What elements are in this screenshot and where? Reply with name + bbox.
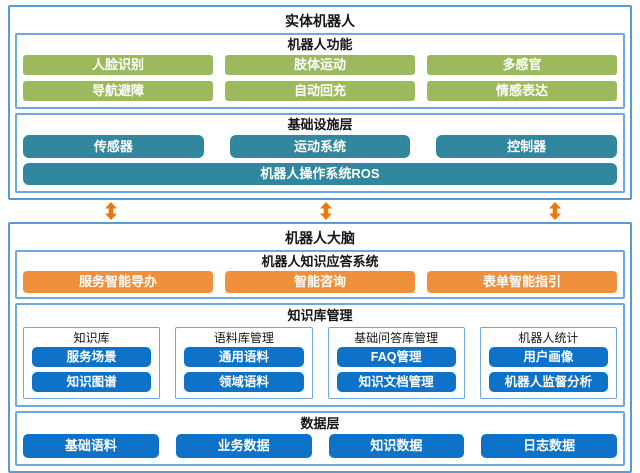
data-layer-grid: 基础语料 业务数据 知识数据 日志数据 (23, 434, 617, 458)
qa-system-grid: 服务智能导办 智能咨询 表单智能指引 (23, 271, 617, 293)
node-user-profile: 用户画像 (488, 347, 608, 367)
node-business-data: 业务数据 (175, 434, 312, 458)
node-knowledge-graph: 知识图谱 (32, 372, 152, 392)
node-knowledge-doc-management: 知识文档管理 (336, 372, 456, 392)
knowledge-base-group: 知识库 服务场景 知识图谱 (23, 327, 161, 399)
node-robot-supervision-analysis: 机器人监督分析 (488, 372, 608, 392)
node-multi-sensory: 多感官 (427, 55, 617, 75)
faq-base-mgmt-group-title: 基础问答库管理 (354, 331, 439, 345)
up-down-arrow-icon (105, 202, 117, 220)
corpus-mgmt-group: 语料库管理 通用语料 领域语料 (175, 327, 313, 399)
node-smart-form-guide: 表单智能指引 (427, 271, 617, 293)
robot-statistics-group-title: 机器人统计 (518, 331, 579, 345)
robot-statistics-group: 机器人统计 用户画像 机器人监督分析 (479, 327, 617, 399)
robot-brain-section: 机器人大脑 机器人知识应答系统 服务智能导办 智能咨询 表单智能指引 知识库管理… (8, 222, 632, 473)
node-basic-corpus: 基础语料 (23, 434, 159, 458)
infrastructure-grid: 传感器 运动系统 控制器 (23, 135, 617, 158)
node-robot-os-ros: 机器人操作系统ROS (23, 163, 617, 185)
node-face-recognition: 人脸识别 (23, 55, 213, 75)
node-smart-service-guidance: 服务智能导办 (23, 271, 213, 293)
node-domain-corpus: 领域语料 (184, 372, 304, 392)
infrastructure-title: 基础设施层 (287, 117, 353, 132)
robot-functions-title: 机器人功能 (287, 37, 353, 52)
knowledge-mgmt-title: 知识库管理 (287, 308, 353, 323)
node-faq-management: FAQ管理 (336, 347, 456, 367)
physical-robot-section: 实体机器人 机器人功能 人脸识别 肢体运动 多感官 导航避障 自动回充 情感表达… (8, 5, 632, 200)
node-service-scenarios: 服务场景 (32, 347, 152, 367)
node-controller: 控制器 (436, 135, 617, 158)
qa-system-panel: 机器人知识应答系统 服务智能导办 智能咨询 表单智能指引 (15, 250, 625, 299)
data-layer-title: 数据层 (300, 416, 340, 431)
node-auto-recharge: 自动回充 (225, 81, 415, 101)
node-knowledge-data: 知识数据 (328, 434, 465, 458)
up-down-arrow-icon (549, 202, 561, 220)
robot-functions-panel: 机器人功能 人脸识别 肢体运动 多感官 导航避障 自动回充 情感表达 (15, 33, 625, 109)
node-general-corpus: 通用语料 (184, 347, 304, 367)
knowledge-base-group-title: 知识库 (73, 331, 110, 345)
knowledge-mgmt-grid: 知识库 服务场景 知识图谱 语料库管理 通用语料 领域语料 基础问答库管理 FA… (23, 327, 617, 399)
node-limb-motion: 肢体运动 (225, 55, 415, 75)
connector-row (8, 200, 632, 222)
node-emotion-expression: 情感表达 (427, 81, 617, 101)
node-sensors: 传感器 (23, 135, 204, 158)
infrastructure-panel: 基础设施层 传感器 运动系统 控制器 机器人操作系统ROS (15, 113, 625, 193)
qa-system-title: 机器人知识应答系统 (261, 254, 379, 269)
up-down-arrow-icon (320, 202, 332, 220)
data-layer-panel: 数据层 基础语料 业务数据 知识数据 日志数据 (15, 411, 625, 466)
robot-brain-title: 机器人大脑 (285, 230, 355, 246)
faq-base-mgmt-group: 基础问答库管理 FAQ管理 知识文档管理 (327, 327, 465, 399)
node-navigation-obstacle-avoidance: 导航避障 (23, 81, 213, 101)
robot-functions-grid: 人脸识别 肢体运动 多感官 导航避障 自动回充 情感表达 (23, 55, 617, 101)
node-motion-system: 运动系统 (229, 135, 411, 158)
node-smart-consultation: 智能咨询 (225, 271, 415, 293)
physical-robot-title: 实体机器人 (285, 13, 355, 29)
corpus-mgmt-group-title: 语料库管理 (213, 331, 274, 345)
node-log-data: 日志数据 (481, 434, 617, 458)
knowledge-mgmt-panel: 知识库管理 知识库 服务场景 知识图谱 语料库管理 通用语料 领域语料 基础问答… (15, 303, 625, 407)
